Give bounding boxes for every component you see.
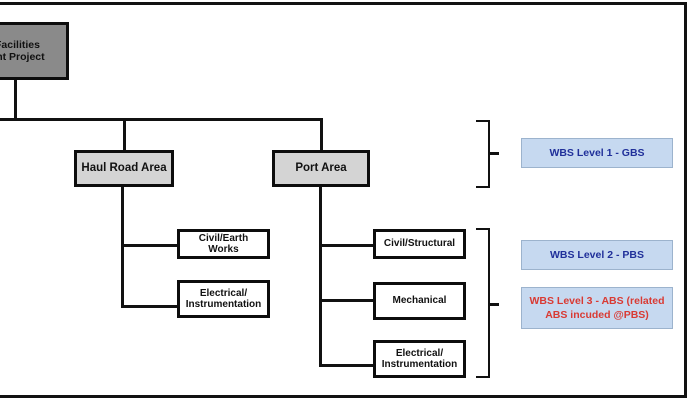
node-root-label: Facilities ent Project [0, 39, 51, 63]
node-mechanical-line1: Mechanical [392, 295, 447, 307]
legend-wbs-level-3[interactable]: WBS Level 3 - ABS (related ABS incuded @… [521, 287, 673, 329]
node-port-area-label: Port Area [295, 161, 347, 174]
connector-level2-bar [0, 118, 323, 121]
node-civil-earth-works-line1: Civil/Earth Works [198, 232, 249, 256]
legend-wbs-level-2[interactable]: WBS Level 2 - PBS [521, 240, 673, 270]
brace-level-1-tick [488, 152, 499, 155]
connector-haul-road-drop [123, 118, 126, 150]
connector-port-branch-1 [319, 244, 375, 247]
brace-level-2-3-tick [488, 303, 499, 306]
node-port-area[interactable]: Port Area [272, 150, 370, 187]
node-haul-road-area-label: Haul Road Area [81, 161, 167, 174]
node-haul-electrical-line2: Instrumentation [185, 299, 262, 310]
node-haul-electrical-instrumentation-label: Electrical/ Instrumentation [180, 288, 268, 311]
node-mechanical[interactable]: Mechanical [373, 282, 466, 320]
legend-wbs-level-3-label: WBS Level 3 - ABS (related ABS incuded @… [522, 294, 672, 322]
node-port-electrical-instrumentation-label: Electrical/ Instrumentation [376, 348, 464, 371]
node-port-electrical-line2: Instrumentation [381, 359, 458, 370]
legend-wbs-level-1[interactable]: WBS Level 1 - GBS [521, 138, 673, 168]
node-haul-electrical-instrumentation[interactable]: Electrical/ Instrumentation [177, 280, 270, 318]
connector-haul-road-branch-2 [121, 305, 179, 308]
legend-wbs-level-2-label: WBS Level 2 - PBS [550, 248, 644, 261]
legend-wbs-level-3-line2: ABS incuded @PBS) [545, 309, 649, 321]
connector-port-trunk [319, 187, 322, 367]
diagram-outer-frame [0, 2, 687, 398]
legend-wbs-level-3-line1: WBS Level 3 - ABS (related [529, 294, 665, 307]
node-civil-structural-label: Civil/Structural [378, 238, 461, 250]
node-haul-electrical-line1: Electrical/ [199, 287, 248, 299]
node-port-electrical-instrumentation[interactable]: Electrical/ Instrumentation [373, 340, 466, 378]
connector-haul-road-trunk [121, 187, 124, 308]
connector-haul-road-branch-1 [121, 244, 179, 247]
legend-wbs-level-1-label: WBS Level 1 - GBS [549, 146, 645, 159]
node-haul-road-area[interactable]: Haul Road Area [74, 150, 174, 187]
node-civil-earth-works-label: Civil/Earth Works [180, 233, 267, 256]
node-root-line2: ent Project [0, 51, 45, 63]
connector-port-branch-2 [319, 299, 375, 302]
node-civil-structural[interactable]: Civil/Structural [373, 229, 466, 259]
node-mechanical-label: Mechanical [387, 295, 453, 307]
node-civil-structural-line1: Civil/Structural [383, 238, 456, 250]
node-root-line1: Facilities [0, 38, 40, 51]
connector-port-drop [320, 118, 323, 150]
node-civil-earth-works[interactable]: Civil/Earth Works [177, 229, 270, 259]
connector-root-drop [14, 80, 17, 121]
connector-port-branch-3 [319, 364, 375, 367]
node-port-electrical-line1: Electrical/ [395, 347, 444, 359]
node-root[interactable]: Facilities ent Project [0, 22, 69, 80]
